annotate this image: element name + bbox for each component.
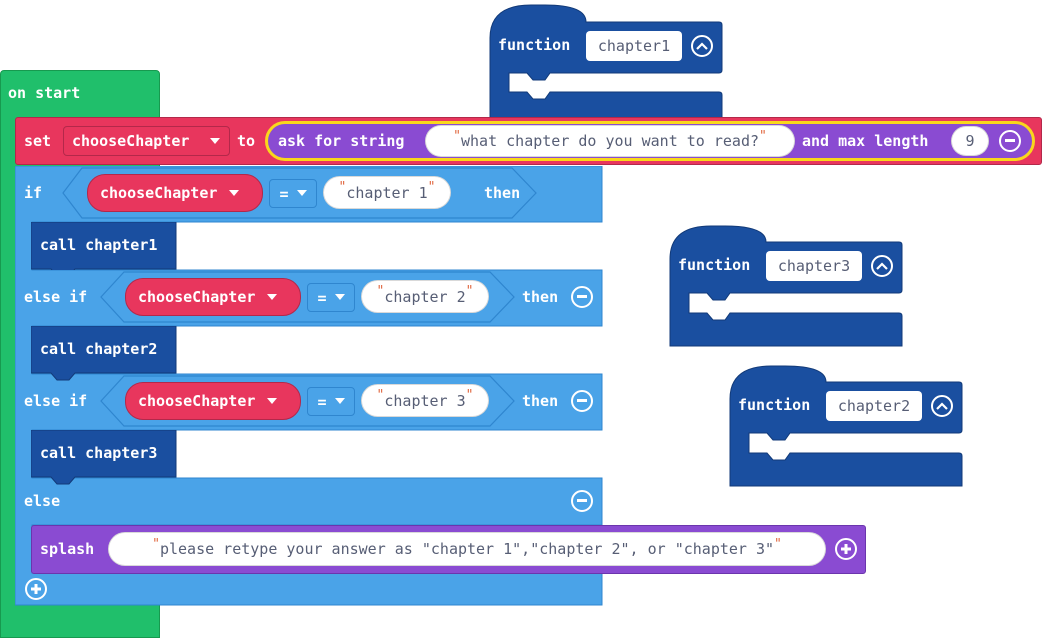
compare-value: chapter 3 xyxy=(384,391,466,410)
else-if-label: else if xyxy=(24,392,88,410)
function-keyword: function xyxy=(678,256,751,274)
minus-icon[interactable] xyxy=(571,490,593,512)
triangle-down-icon xyxy=(334,294,345,300)
operator: = xyxy=(279,184,289,203)
ask-label: ask for string xyxy=(278,132,405,150)
splash-label: splash xyxy=(40,540,95,558)
call-label: call chapter2 xyxy=(40,340,158,358)
function-keyword: function xyxy=(498,36,571,54)
minus-icon[interactable] xyxy=(571,390,593,412)
triangle-down-icon xyxy=(296,190,307,196)
then-label: then xyxy=(522,392,559,410)
plus-icon[interactable] xyxy=(25,578,47,600)
operator-dropdown[interactable]: = xyxy=(307,387,355,416)
variable-name: chooseChapter xyxy=(138,392,256,410)
variable-name: chooseChapter xyxy=(72,132,190,150)
compare-value-field[interactable]: "chapter 3" xyxy=(361,384,489,417)
call-block[interactable]: call chapter3 xyxy=(31,430,177,485)
operator-dropdown[interactable]: = xyxy=(307,283,355,312)
compare-value: chapter 1 xyxy=(346,183,428,202)
if-label: if xyxy=(24,184,43,202)
function-name-field[interactable]: chapter1 xyxy=(586,31,682,61)
minus-icon[interactable] xyxy=(571,286,593,308)
triangle-down-icon xyxy=(229,189,240,196)
operator: = xyxy=(317,288,327,307)
call-label: call chapter1 xyxy=(40,236,158,254)
triangle-down-icon xyxy=(334,398,345,404)
else-if-label: else if xyxy=(24,288,88,306)
variable-reporter[interactable]: chooseChapter xyxy=(87,174,263,212)
call-block-shape xyxy=(31,222,177,270)
chevron-up-icon[interactable] xyxy=(691,35,713,57)
function-keyword: function xyxy=(738,396,811,414)
plus-icon[interactable] xyxy=(835,538,857,560)
then-label: then xyxy=(484,184,521,202)
call-block[interactable]: call chapter1 xyxy=(31,222,177,270)
max-length-label: and max length xyxy=(802,132,929,150)
operator-dropdown[interactable]: = xyxy=(269,179,317,208)
chevron-up-icon[interactable] xyxy=(871,255,893,277)
function-block-shape xyxy=(489,4,723,120)
else-label: else xyxy=(24,492,61,510)
triangle-down-icon xyxy=(210,138,220,144)
splash-text-field[interactable]: "please retype your answer as "chapter 1… xyxy=(108,532,826,566)
compare-value-field[interactable]: "chapter 2" xyxy=(361,280,489,313)
max-length-field[interactable]: 9 xyxy=(951,126,989,156)
triangle-down-icon xyxy=(267,293,278,300)
function-block-shape xyxy=(729,365,963,487)
variable-name: chooseChapter xyxy=(138,288,256,306)
compare-value: chapter 2 xyxy=(384,287,466,306)
chevron-up-icon[interactable] xyxy=(931,395,953,417)
call-label: call chapter3 xyxy=(40,444,158,462)
call-block-shape xyxy=(31,430,177,485)
operator: = xyxy=(317,392,327,411)
call-block-shape xyxy=(31,326,177,381)
ask-prompt-text: what chapter do you want to read? xyxy=(460,132,759,150)
function-block-chapter2[interactable]: function chapter2 xyxy=(729,365,963,487)
function-block-chapter1[interactable]: function chapter1 xyxy=(489,4,723,120)
variable-dropdown[interactable] xyxy=(63,126,230,156)
function-block-shape xyxy=(669,225,903,347)
function-block-chapter3[interactable]: function chapter3 xyxy=(669,225,903,347)
variable-name: chooseChapter xyxy=(100,184,218,202)
ask-prompt-field[interactable]: "what chapter do you want to read?" xyxy=(425,125,795,157)
compare-value-field[interactable]: "chapter 1" xyxy=(323,176,451,209)
minus-icon[interactable] xyxy=(999,130,1021,152)
variable-reporter[interactable]: chooseChapter xyxy=(125,382,301,420)
call-block[interactable]: call chapter2 xyxy=(31,326,177,381)
function-name-field[interactable]: chapter2 xyxy=(826,391,922,421)
then-label: then xyxy=(522,288,559,306)
triangle-down-icon xyxy=(267,397,278,404)
splash-text: please retype your answer as "chapter 1"… xyxy=(159,540,775,558)
function-name-field[interactable]: chapter3 xyxy=(766,251,862,281)
to-label: to xyxy=(237,132,256,150)
set-label: set xyxy=(24,132,52,150)
on-start-label: on start xyxy=(8,84,81,102)
variable-reporter[interactable]: chooseChapter xyxy=(125,278,301,316)
